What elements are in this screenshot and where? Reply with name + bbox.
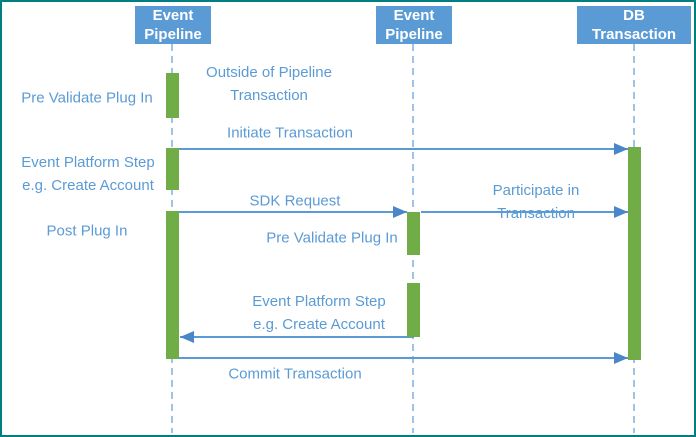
message-label: Initiate Transaction bbox=[227, 124, 353, 142]
message-label: Participate in Transaction bbox=[492, 182, 580, 222]
message-arrow-line bbox=[179, 211, 407, 213]
activation-bar-pre-validate-plug-in bbox=[166, 73, 179, 118]
arrowhead-right-icon bbox=[614, 206, 628, 218]
message-label: SDK Request bbox=[249, 192, 341, 210]
note-label: Outside of Pipeline Transaction bbox=[206, 64, 332, 104]
lifeline-header-event-pipeline-inner: Event Pipeline bbox=[376, 6, 452, 44]
message-arrow-line bbox=[180, 336, 414, 338]
lifeline-header-event-pipeline-outer: Event Pipeline bbox=[135, 6, 211, 44]
activation-bar-inner-event-platform-step bbox=[407, 283, 420, 337]
message-arrow-line bbox=[179, 357, 628, 359]
arrowhead-right-icon bbox=[614, 143, 628, 155]
activation-bar-event-platform-step bbox=[166, 148, 179, 190]
note-label: Post Plug In bbox=[46, 222, 128, 240]
note-label: Pre Validate Plug In bbox=[21, 89, 153, 107]
activation-bar-post-plug-in bbox=[166, 211, 179, 359]
note-label: Event Platform Step e.g. Create Account bbox=[252, 293, 386, 333]
activation-bar-db-transaction bbox=[628, 147, 641, 360]
lifeline-header-db-transaction: DB Transaction bbox=[577, 6, 691, 44]
note-label: Event Platform Step e.g. Create Account bbox=[21, 154, 155, 194]
message-arrow-line bbox=[179, 148, 628, 150]
activation-bar-inner-pre-validate-plug-in bbox=[407, 212, 420, 255]
message-label: Commit Transaction bbox=[228, 365, 362, 383]
arrowhead-right-icon bbox=[393, 206, 407, 218]
note-label: Pre Validate Plug In bbox=[266, 229, 398, 247]
message-arrow-line bbox=[421, 211, 628, 213]
arrowhead-right-icon bbox=[614, 352, 628, 364]
arrowhead-left-icon bbox=[180, 331, 194, 343]
